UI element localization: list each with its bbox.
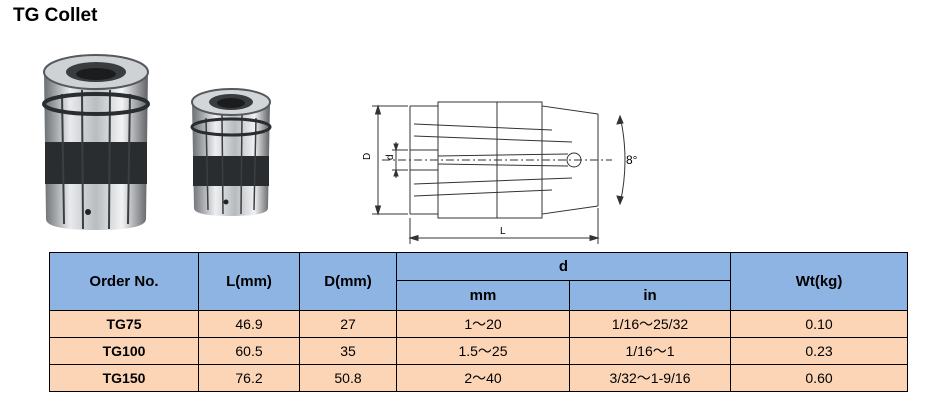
cell-diameter: 27 — [299, 310, 397, 338]
cell-order: TG150 — [49, 364, 199, 392]
cell-d-mm: 1～20 — [396, 310, 570, 338]
cell-weight: 0.10 — [730, 310, 909, 338]
drawing-label-L: L — [500, 226, 506, 237]
header-length: L(mm) — [198, 252, 300, 311]
page-title: TG Collet — [13, 5, 98, 26]
cell-d-in: 1/16～1 — [568, 337, 732, 365]
cell-diameter: 35 — [299, 337, 397, 365]
header-d-in: in — [568, 280, 732, 311]
cell-length: 76.2 — [198, 364, 300, 392]
table-row: TG150 76.2 50.8 2～40 3/32～1-9/16 0.60 — [49, 364, 909, 392]
cell-weight: 0.60 — [730, 364, 909, 392]
cell-order: TG75 — [49, 310, 199, 338]
cell-order: TG100 — [49, 337, 199, 365]
cell-d-mm: 1.5～25 — [396, 337, 570, 365]
collet-photo-small — [190, 88, 272, 216]
collet-technical-drawing: D d 8° L — [362, 101, 638, 244]
cell-length: 46.9 — [198, 310, 300, 338]
header-order-no: Order No. — [49, 252, 199, 311]
header-d-group: d — [395, 252, 732, 281]
cell-d-in: 3/32～1-9/16 — [568, 364, 732, 392]
drawing-label-D: D — [362, 153, 373, 160]
header-diameter: D(mm) — [299, 252, 397, 311]
drawing-label-d: d — [385, 154, 396, 160]
cell-d-in: 1/16～25/32 — [568, 310, 732, 338]
drawing-label-angle: 8° — [626, 153, 638, 167]
collet-photo-large — [42, 54, 150, 230]
cell-length: 60.5 — [198, 337, 300, 365]
table-row: TG75 46.9 27 1～20 1/16～25/32 0.10 — [49, 310, 909, 338]
header-d-mm: mm — [396, 280, 570, 311]
cell-weight: 0.23 — [730, 337, 909, 365]
header-weight: Wt(kg) — [730, 252, 909, 311]
cell-d-mm: 2～40 — [396, 364, 570, 392]
table-row: TG100 60.5 35 1.5～25 1/16～1 0.23 — [49, 337, 909, 365]
spec-table: Order No. L(mm) D(mm) d Wt(kg) mm in TG7… — [49, 252, 909, 392]
cell-diameter: 50.8 — [299, 364, 397, 392]
